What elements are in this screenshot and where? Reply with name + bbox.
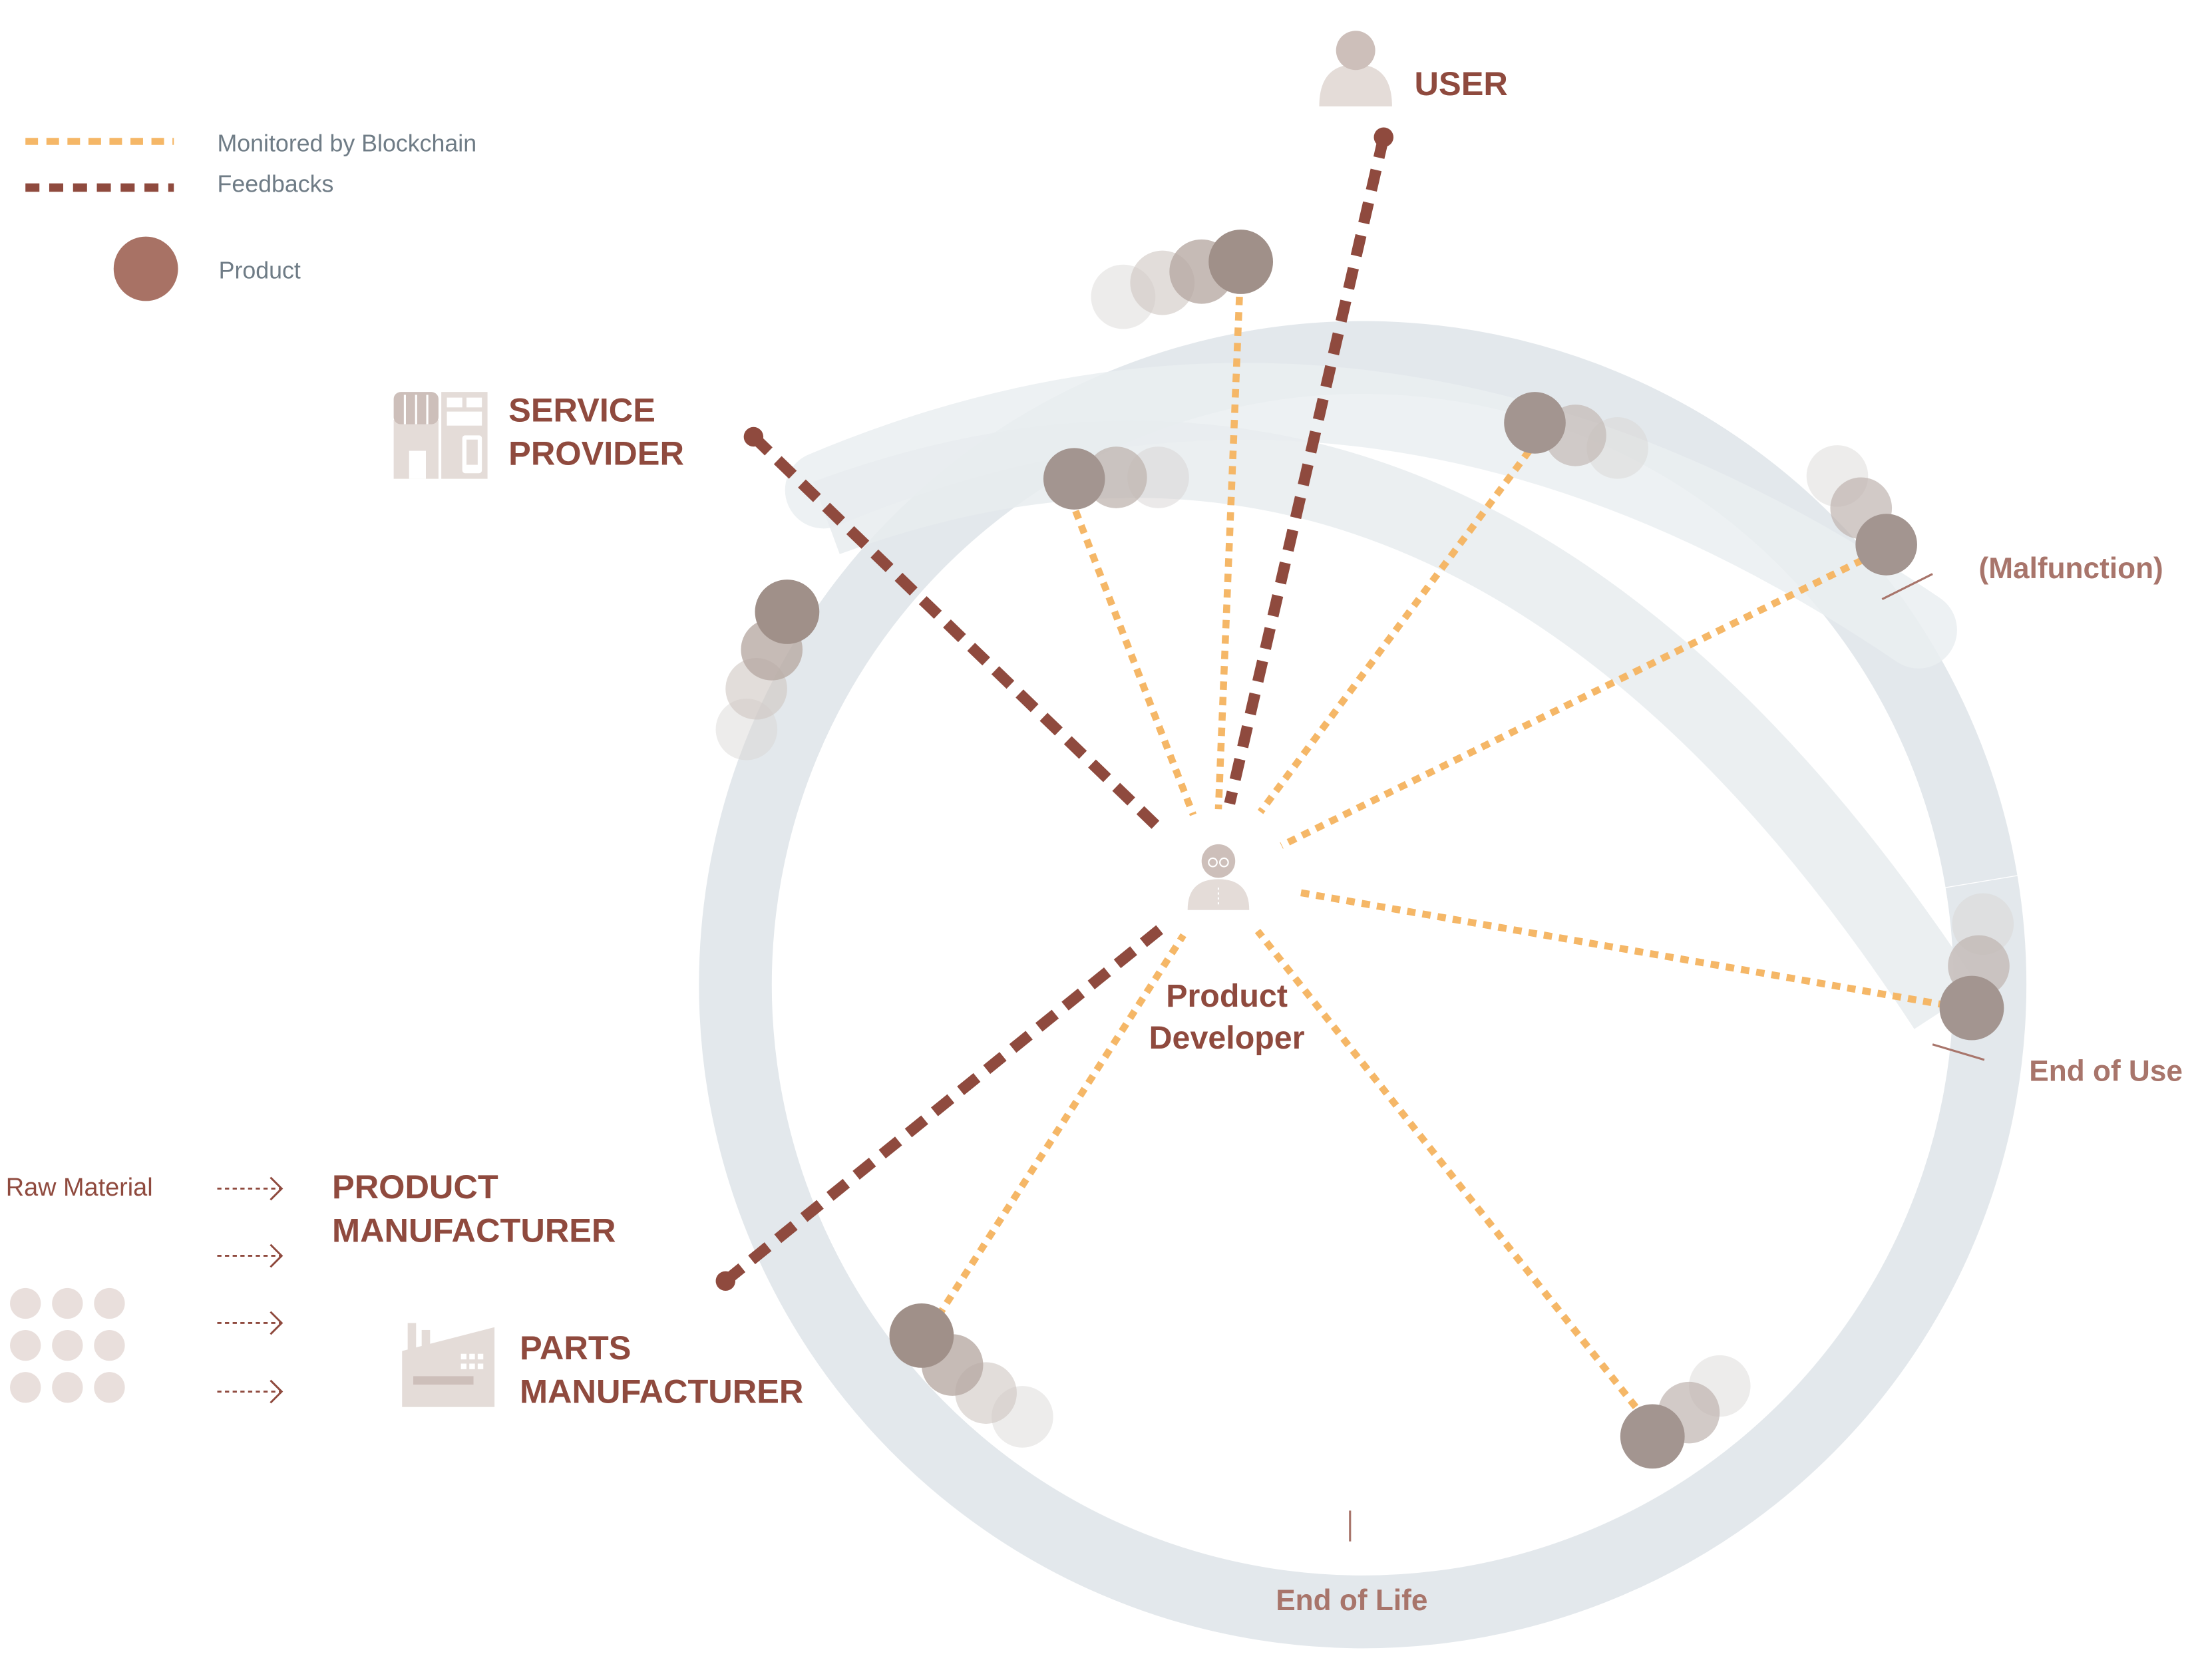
product-developer-label-line1: Product: [1166, 978, 1288, 1014]
blockchain-line-malfunction: [1280, 556, 1865, 849]
product-dot-group-lower-right: [1620, 1355, 1751, 1469]
outer-cycle-ring: [699, 321, 2027, 1649]
product-dot: [1043, 448, 1105, 510]
dashed-arrow-icon: [217, 1244, 283, 1268]
blockchain-line-end-of-use: [1294, 888, 1948, 1009]
product-dot: [1620, 1404, 1685, 1469]
blockchain-line-lower-left: [935, 933, 1187, 1318]
service-provider-label-line2: PROVIDER: [508, 434, 684, 472]
end-of-use-label: End of Use: [2029, 1055, 2183, 1087]
product-dot: [889, 1303, 954, 1368]
service-provider-label-line1: SERVICE: [508, 391, 655, 428]
inner-cycle-arc-b: [813, 420, 1979, 1029]
dashed-arrow-icon: [217, 1311, 283, 1335]
parts-manufacturer-label-line1: PARTS: [520, 1329, 631, 1367]
feedback-line-endpoints: [715, 127, 1393, 1291]
product-dot-group-top: [1091, 230, 1274, 329]
end-of-use-tick: [1932, 1043, 1985, 1061]
feedback-lines: [721, 136, 1389, 1285]
product-dot-group-malfunction: [1806, 445, 1917, 576]
product-manufacturer-label-line1: PRODUCT: [332, 1168, 498, 1206]
parts-manufacturer-label-line2: MANUFACTURER: [520, 1372, 803, 1410]
service-feedback-endpoint: [743, 426, 764, 447]
factory-icon: [402, 1323, 495, 1407]
legend: Monitored by Blockchain Feedbacks Produc…: [25, 130, 476, 301]
product-dot-group-upper-right: [1504, 392, 1648, 479]
malfunction-tick: [1881, 573, 1933, 600]
product-dot: [1855, 514, 1917, 576]
raw-material-dots-icon: [10, 1287, 125, 1403]
blockchain-line-lower-right: [1254, 928, 1639, 1409]
user-icon: [1319, 31, 1392, 106]
stage-ticks: [1349, 573, 1985, 1542]
product-dot-group-upper-left: [1043, 446, 1189, 510]
raw-material-label: Raw Material: [6, 1174, 153, 1202]
product-developer-icon: [1187, 844, 1250, 910]
manufacturer-feedback-endpoint: [715, 1271, 736, 1291]
malfunction-label: (Malfunction): [1979, 552, 2163, 585]
product-dot: [1504, 392, 1566, 454]
dashed-arrow-icon: [217, 1379, 283, 1404]
blockchain-line-upper-left: [1072, 510, 1196, 816]
legend-blockchain-label: Monitored by Blockchain: [217, 130, 476, 156]
legend-product-label: Product: [219, 257, 301, 284]
feedback-line-service-provider: [749, 432, 1164, 833]
dashed-arrows: [217, 1176, 283, 1404]
blockchain-lines: [935, 296, 1948, 1409]
product-manufacturer-label-line2: MANUFACTURER: [332, 1211, 616, 1249]
product-dots: [715, 230, 2014, 1469]
product-developer-label-line2: Developer: [1149, 1020, 1305, 1056]
legend-feedback-label: Feedbacks: [217, 170, 333, 197]
product-dot: [755, 580, 820, 644]
blockchain-line-upper-right: [1257, 448, 1533, 814]
product-dot-group-lower-left: [889, 1303, 1053, 1448]
end-of-life-label: End of Life: [1276, 1584, 1427, 1617]
dashed-arrow-icon: [217, 1176, 283, 1201]
product-dot-group-end-of-use: [1939, 893, 2014, 1041]
legend-product-swatch: [113, 236, 178, 301]
product-dot: [1939, 975, 2004, 1041]
product-dot: [1208, 230, 1274, 294]
feedback-line-user: [1224, 136, 1389, 805]
lifecycle-rings: [699, 321, 2027, 1649]
user-feedback-endpoint: [1373, 127, 1393, 147]
user-label: USER: [1415, 65, 1508, 102]
feedback-line-manufacturer: [721, 925, 1163, 1285]
product-dot-group-left: [715, 580, 820, 760]
service-provider-icon: [393, 392, 488, 479]
